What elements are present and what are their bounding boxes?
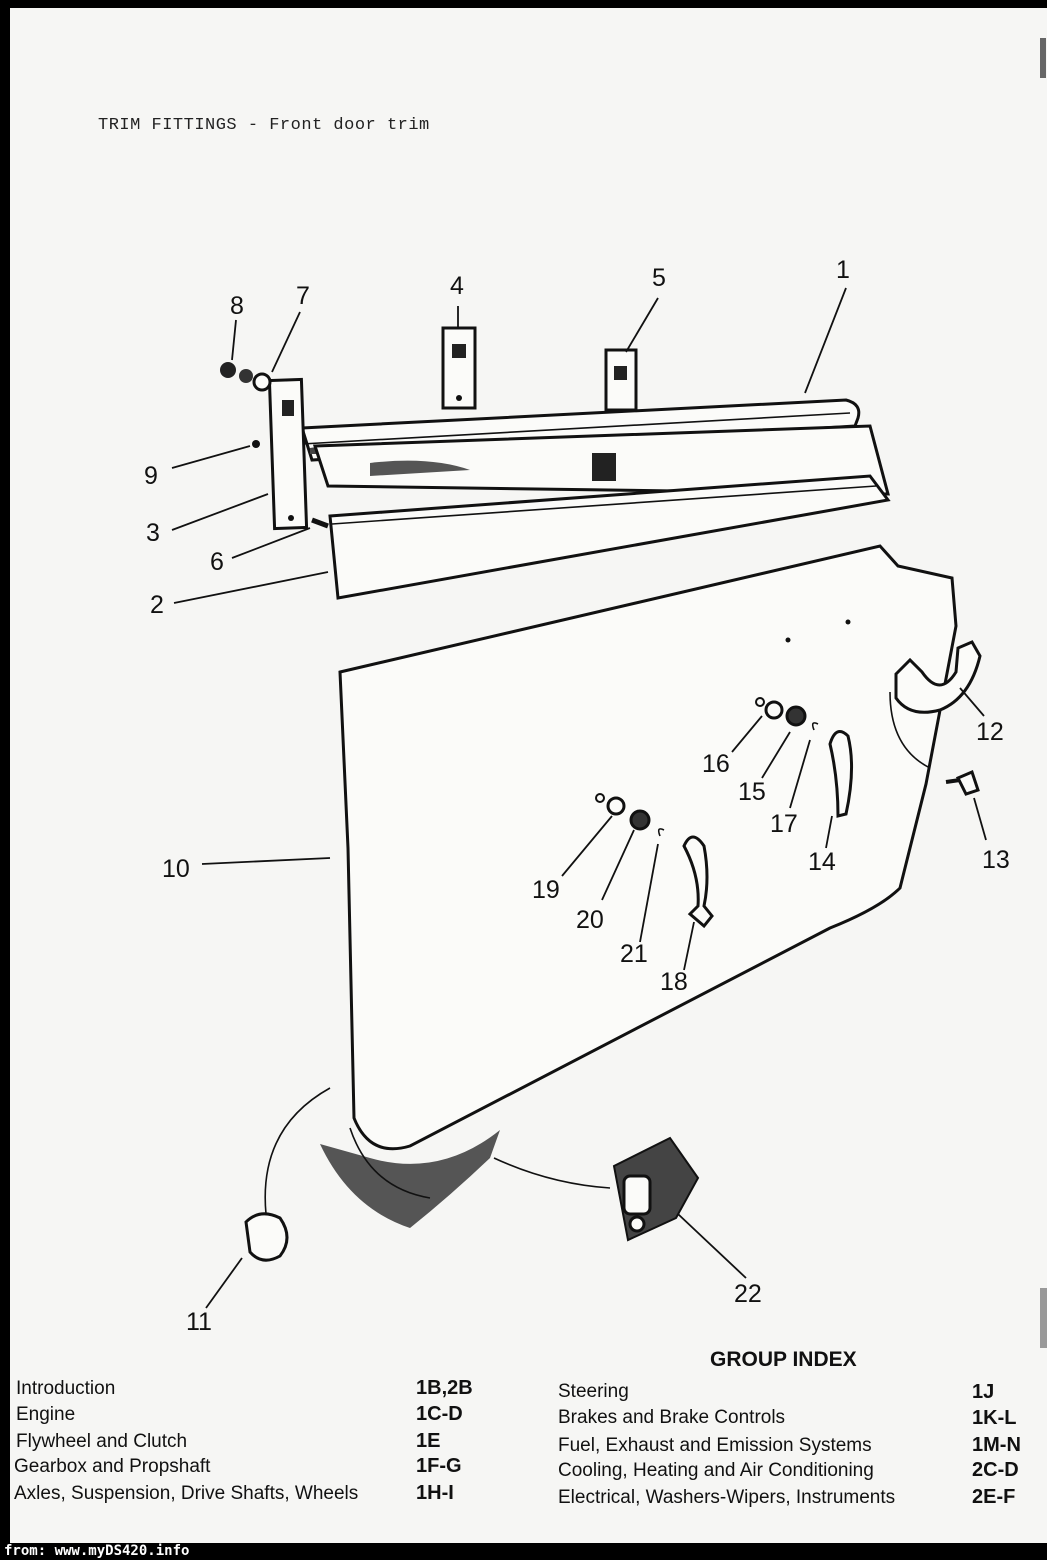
part-7-8-fixings <box>220 362 329 529</box>
catalogue-page: TRIM FITTINGS - Front door trim <box>10 8 1047 1543</box>
page-title: TRIM FITTINGS - Front door trim <box>98 116 430 135</box>
part-12-pull-handle <box>889 640 982 769</box>
label-part-3: 3 <box>146 519 160 547</box>
exploded-diagram: 1 2 3 4 5 6 7 8 9 10 11 12 13 14 15 16 1… <box>144 256 1010 1336</box>
index-item-introduction[interactable]: Introduction <box>16 1378 116 1399</box>
part-18-window-winder <box>682 835 714 929</box>
index-item-fuel[interactable]: Fuel, Exhaust and Emission Systems <box>558 1435 872 1456</box>
part-4-bracket <box>441 326 477 410</box>
index-code-brakes[interactable]: 1K-L <box>972 1407 1017 1429</box>
label-part-8: 8 <box>230 292 244 320</box>
label-part-2: 2 <box>150 591 164 619</box>
index-code-electrical[interactable]: 2E-F <box>972 1486 1016 1508</box>
part-3-bracket <box>267 377 309 531</box>
label-part-13: 13 <box>982 846 1010 874</box>
index-code-introduction[interactable]: 1B,2B <box>416 1377 473 1399</box>
label-part-14: 14 <box>808 848 836 876</box>
label-part-16: 16 <box>702 750 730 778</box>
finisher-strip <box>312 424 890 496</box>
index-code-flywheel[interactable]: 1E <box>416 1430 441 1452</box>
part-11-clip <box>244 1087 331 1262</box>
part-15-16-17-escutcheon <box>755 697 819 731</box>
label-part-18: 18 <box>660 968 688 996</box>
label-part-20: 20 <box>576 906 604 934</box>
index-item-steering[interactable]: Steering <box>558 1381 629 1402</box>
label-part-12: 12 <box>976 718 1004 746</box>
part-10-trim-pad <box>338 544 958 1151</box>
index-code-cooling[interactable]: 2C-D <box>972 1459 1019 1481</box>
adjacent-page-edge <box>1040 38 1047 1348</box>
index-code-gearbox[interactable]: 1F-G <box>416 1455 462 1477</box>
label-part-5: 5 <box>652 264 666 292</box>
source-footer: from: www.myDS420.info <box>4 1543 190 1559</box>
index-code-engine[interactable]: 1C-D <box>416 1403 463 1425</box>
label-part-7: 7 <box>296 282 310 310</box>
label-part-15: 15 <box>738 778 766 806</box>
part-22-seal <box>320 1127 700 1242</box>
index-item-flywheel[interactable]: Flywheel and Clutch <box>16 1431 188 1452</box>
index-item-axles[interactable]: Axles, Suspension, Drive Shafts, Wheels <box>14 1483 359 1504</box>
index-item-brakes[interactable]: Brakes and Brake Controls <box>558 1407 786 1428</box>
label-part-21: 21 <box>620 940 648 968</box>
index-item-engine[interactable]: Engine <box>16 1404 76 1425</box>
label-part-6: 6 <box>210 548 224 576</box>
group-index-heading: GROUP INDEX <box>710 1348 857 1371</box>
label-part-19: 19 <box>532 876 560 904</box>
part-5-bracket <box>604 348 638 412</box>
index-code-axles[interactable]: 1H-I <box>416 1482 454 1504</box>
index-code-steering[interactable]: 1J <box>972 1381 995 1403</box>
index-code-fuel[interactable]: 1M-N <box>972 1434 1021 1456</box>
index-item-gearbox[interactable]: Gearbox and Propshaft <box>14 1456 211 1477</box>
part-13-screw <box>945 769 980 796</box>
label-part-11: 11 <box>186 1308 212 1336</box>
label-part-17: 17 <box>770 810 798 838</box>
label-part-4: 4 <box>450 272 464 300</box>
part-14-door-handle <box>828 730 854 818</box>
label-part-22: 22 <box>734 1280 762 1308</box>
label-part-10: 10 <box>162 855 190 883</box>
label-part-1: 1 <box>836 256 850 284</box>
index-item-electrical[interactable]: Electrical, Washers-Wipers, Instruments <box>558 1487 896 1508</box>
index-item-cooling[interactable]: Cooling, Heating and Air Conditioning <box>558 1460 874 1481</box>
label-part-9: 9 <box>144 462 158 490</box>
part-2-capping <box>328 474 891 600</box>
part-19-20-21-winder-escutcheon <box>595 793 665 837</box>
leader-lines <box>171 287 987 1309</box>
